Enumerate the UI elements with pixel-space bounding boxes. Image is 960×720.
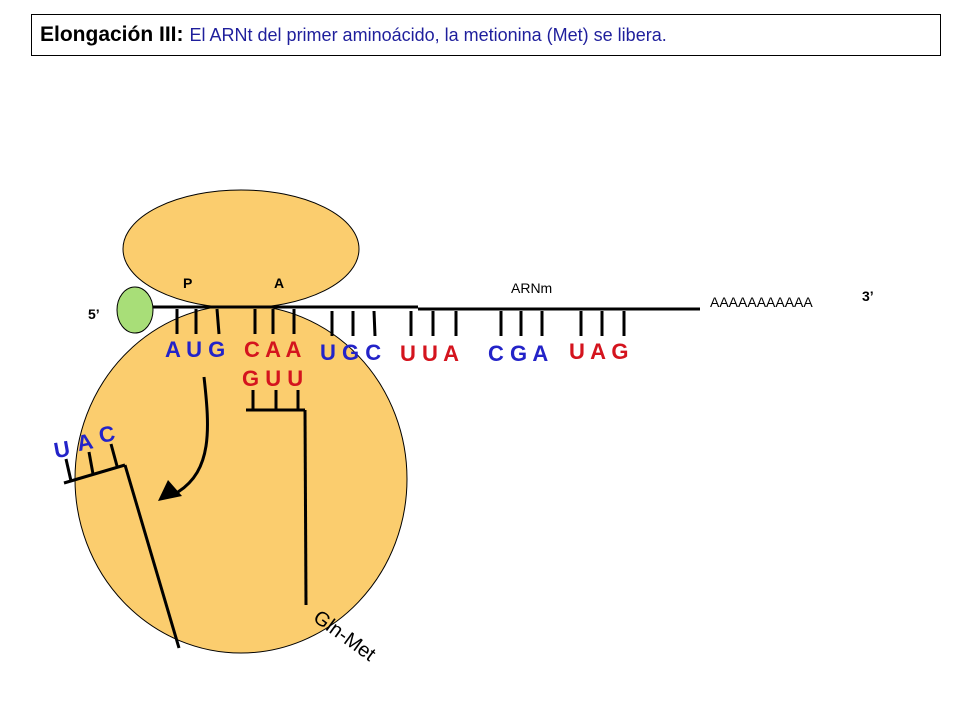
released-trna <box>63 443 181 649</box>
five-prime-cap <box>116 286 154 334</box>
bound-trna <box>246 390 308 606</box>
release-arrowhead <box>158 480 182 501</box>
released-trna-letter-2: A <box>74 428 95 456</box>
site-p-label: P <box>183 275 192 291</box>
mrna-label: ARNm <box>511 280 552 296</box>
mrna-base-ticks <box>175 308 626 337</box>
mrna-tick <box>372 310 377 337</box>
released-trna-letter-3: C <box>96 420 117 448</box>
mrna-codon-2: C A A <box>244 337 302 362</box>
mrna-codon-5: C G A <box>488 341 548 366</box>
bound-trna-anticodon: G U U <box>242 366 303 391</box>
five-prime-label: 5’ <box>88 306 100 322</box>
released-trna-letter-1: U <box>52 436 72 463</box>
title-description: El ARNt del primer aminoácido, la metion… <box>189 24 667 45</box>
mrna-codon-1: A U G <box>165 337 225 362</box>
site-a-label: A <box>274 275 284 291</box>
title-box: Elongación III: El ARNt del primer amino… <box>31 14 941 56</box>
title-heading: Elongación III: <box>40 23 184 46</box>
mrna-codon-6: U A G <box>569 339 628 364</box>
release-arrow <box>177 376 209 494</box>
poly-a-tail: AAAAAAAAAAA <box>710 294 813 310</box>
mrna-codon-4: U U A <box>400 341 459 366</box>
mrna-tick <box>215 308 221 335</box>
mrna-codon-3: U G C <box>320 340 381 365</box>
ribosome-large-subunit <box>122 189 360 309</box>
three-prime-label: 3’ <box>862 288 874 304</box>
